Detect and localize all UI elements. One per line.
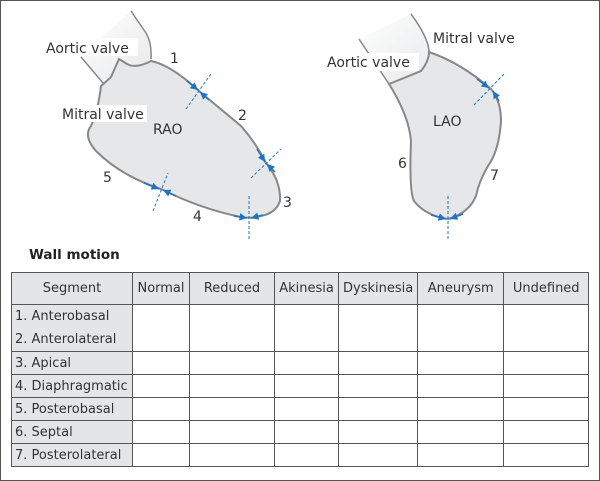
- cell[interactable]: [274, 351, 339, 375]
- table-row: 1. Anterobasal 2. Anterolateral: [11, 304, 590, 352]
- cell[interactable]: [503, 304, 590, 352]
- header-reduced: Reduced: [189, 272, 275, 305]
- table-row: 5. Posterobasal: [11, 397, 590, 421]
- cell[interactable]: [189, 443, 275, 467]
- cell[interactable]: [132, 397, 190, 421]
- header-akinesia: Akinesia: [274, 272, 339, 305]
- cell[interactable]: [132, 420, 190, 444]
- table-title: Wall motion: [29, 247, 120, 263]
- segment-label: 6. Septal: [11, 420, 133, 444]
- lao-ventricle: [387, 50, 503, 221]
- cell[interactable]: [337, 304, 419, 352]
- cell[interactable]: [274, 304, 339, 352]
- cell[interactable]: [274, 397, 339, 421]
- header-segment: Segment: [11, 272, 133, 305]
- header-dyskinesia: Dyskinesia: [337, 272, 419, 305]
- segment-number: 4: [193, 209, 202, 225]
- cell[interactable]: [189, 351, 275, 375]
- cell[interactable]: [503, 397, 590, 421]
- rao-view: Aortic valve Mitral valve RAO 1 2 3 4 5: [45, 10, 292, 241]
- cell[interactable]: [132, 304, 190, 352]
- segment-number: 5: [103, 170, 112, 186]
- table-row: 3. Apical: [11, 351, 590, 375]
- lao-label: LAO: [433, 114, 461, 130]
- cell[interactable]: [503, 351, 590, 375]
- segment-cell: 1. Anterobasal 2. Anterolateral: [11, 304, 133, 352]
- segment-label: 3. Apical: [11, 351, 133, 375]
- rao-label: RAO: [153, 122, 183, 138]
- segment-number: 1: [170, 51, 179, 67]
- rao-segment-arrows: [143, 80, 276, 221]
- table-row: 6. Septal: [11, 420, 590, 444]
- table-header-row: Segment Normal Reduced Akinesia Dyskines…: [11, 272, 590, 305]
- cell[interactable]: [417, 304, 505, 352]
- cell[interactable]: [337, 351, 419, 375]
- header-normal: Normal: [132, 272, 190, 305]
- segment-label: 4. Diaphragmatic: [11, 374, 133, 398]
- cell[interactable]: [417, 351, 505, 375]
- segment-number: 3: [283, 195, 292, 211]
- segment-number: 7: [490, 168, 499, 184]
- cell[interactable]: [189, 420, 275, 444]
- cell[interactable]: [274, 420, 339, 444]
- segment-number: 6: [398, 156, 407, 172]
- cell[interactable]: [417, 374, 505, 398]
- cell[interactable]: [503, 374, 590, 398]
- cell[interactable]: [189, 397, 275, 421]
- lao-view: Aortic valve Mitral valve LAO 6 7: [325, 13, 515, 239]
- cell[interactable]: [503, 443, 590, 467]
- cell[interactable]: [132, 443, 190, 467]
- segment-label: 2. Anterolateral: [15, 332, 117, 347]
- cell[interactable]: [503, 420, 590, 444]
- cell[interactable]: [132, 351, 190, 375]
- cell[interactable]: [337, 443, 419, 467]
- wall-motion-table: Segment Normal Reduced Akinesia Dyskines…: [11, 272, 590, 467]
- cell[interactable]: [189, 374, 275, 398]
- cell[interactable]: [337, 420, 419, 444]
- segment-label: 1. Anterobasal: [15, 309, 110, 324]
- header-aneurysm: Aneurysm: [417, 272, 505, 305]
- ventriculogram-diagram: Aortic valve Mitral valve RAO 1 2 3 4 5 …: [45, 10, 515, 241]
- table-row: 4. Diaphragmatic: [11, 374, 590, 398]
- lao-mitral-valve-label: Mitral valve: [433, 31, 515, 47]
- lao-aortic-valve-label: Aortic valve: [327, 55, 410, 71]
- cell[interactable]: [417, 443, 505, 467]
- segment-number: 2: [238, 108, 247, 124]
- table-row: 7. Posterolateral: [11, 443, 590, 467]
- cell[interactable]: [132, 374, 190, 398]
- cell[interactable]: [417, 397, 505, 421]
- cell[interactable]: [274, 374, 339, 398]
- cell[interactable]: [417, 420, 505, 444]
- segment-label: 5. Posterobasal: [11, 397, 133, 421]
- segment-label: 7. Posterolateral: [11, 443, 133, 467]
- lao-segment-arrows: [430, 78, 501, 221]
- rao-aortic-valve-label: Aortic valve: [46, 41, 129, 57]
- rao-ventricle: [86, 57, 282, 219]
- rao-mitral-valve-label: Mitral valve: [62, 107, 144, 123]
- header-undefined: Undefined: [503, 272, 590, 305]
- cell[interactable]: [189, 304, 275, 352]
- cell[interactable]: [337, 397, 419, 421]
- cell[interactable]: [274, 443, 339, 467]
- cell[interactable]: [337, 374, 419, 398]
